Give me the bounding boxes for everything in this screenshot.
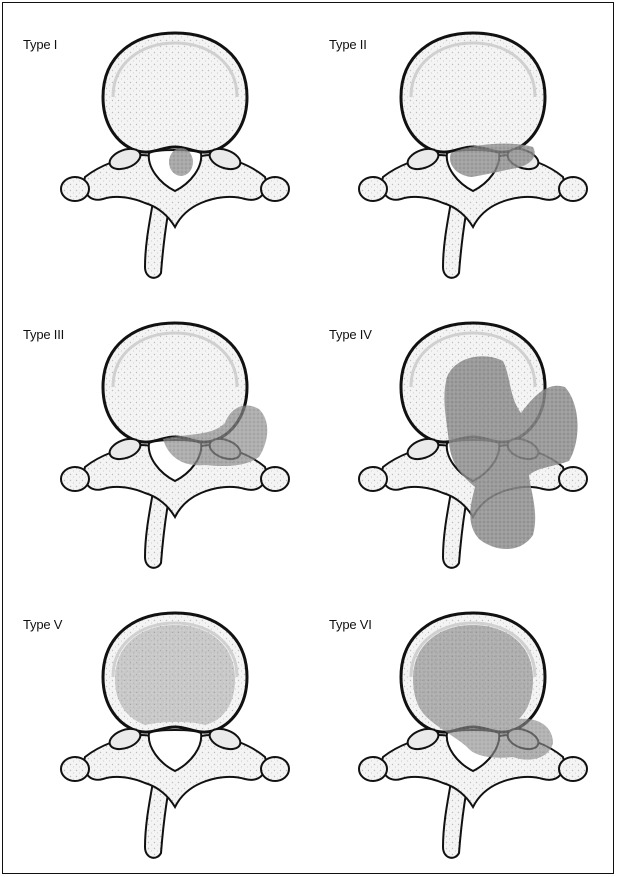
vertebra-diagram [45,27,307,289]
vertebra-diagram [45,317,307,579]
vertebra-diagram [343,607,605,869]
vertebra-diagram [343,317,605,579]
panel-type-iv: Type IV [309,293,615,583]
vertebra-diagram [45,607,307,869]
panel-type-ii: Type II [309,3,615,293]
panel-type-iii: Type III [3,293,309,583]
panel-type-vi: Type VI [309,583,615,873]
lesion-region [169,148,193,176]
vertebra-diagram [343,27,605,289]
lesion-region [115,625,235,725]
panel-type-i: Type I [3,3,309,293]
panel-type-v: Type V [3,583,309,873]
